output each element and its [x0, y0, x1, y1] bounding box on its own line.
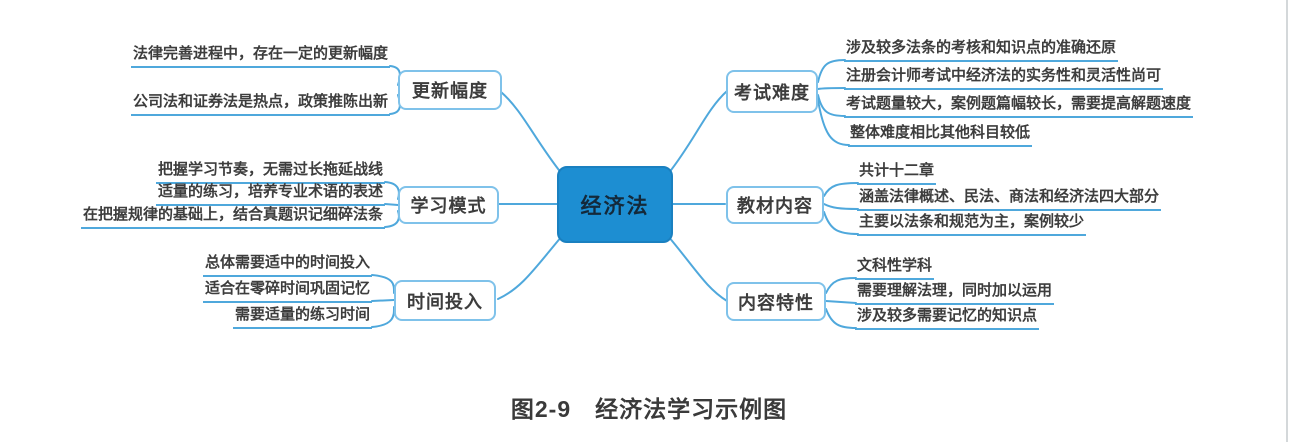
branch-label: 内容特性	[738, 292, 814, 313]
leaf-node: 在把握规律的基础上，结合真题识记细碎法条	[80, 205, 385, 229]
edge-time-investment-leaf-0	[371, 274, 396, 294]
leaf-node: 主要以法条和规范为主，案例较少	[857, 212, 1087, 236]
leaf-text: 需要理解法理，同时加以运用	[855, 281, 1055, 305]
edge-exam-difficulty-leaf-2	[817, 94, 846, 117]
leaf-text: 公司法和证券法是热点，政策推陈出新	[130, 92, 390, 116]
leaf-node: 适合在零碎时间巩固记忆	[202, 279, 372, 303]
branch-node-update-range: 更新幅度	[398, 70, 502, 110]
leaf-text: 在把握规律的基础上，结合真题识记细碎法条	[80, 205, 385, 229]
center-node: 经济法	[557, 166, 673, 243]
leaf-text: 主要以法条和规范为主，案例较少	[857, 212, 1087, 236]
edge-learning-mode-leaf-1	[384, 203, 399, 206]
leaf-node: 涵盖法律概述、民法、商法和经济法四大部分	[857, 187, 1162, 211]
leaf-node: 法律完善进程中，存在一定的更新幅度	[130, 44, 390, 68]
leaf-node: 公司法和证券法是热点，政策推陈出新	[130, 92, 390, 116]
leaf-text: 注册会计师考试中经济法的实务性和灵活性尚可	[844, 66, 1164, 90]
edge-learning-mode-leaf-2	[384, 210, 400, 228]
center-node-label: 经济法	[580, 194, 650, 218]
leaf-node: 共计十二章	[857, 161, 937, 185]
leaf-node: 需要理解法理，同时加以运用	[855, 281, 1055, 305]
leaf-node: 考试题量较大，案例题篇幅较长，需要提高解题速度	[844, 94, 1194, 118]
edge-content-characteristics-leaf-2	[825, 308, 857, 329]
leaf-text: 涵盖法律概述、民法、商法和经济法四大部分	[857, 187, 1162, 211]
branch-label: 学习模式	[410, 196, 487, 216]
leaf-node: 总体需要适中的时间投入	[202, 253, 372, 277]
leaf-text: 共计十二章	[857, 161, 937, 185]
edge-textbook-content-leaf-2	[823, 211, 859, 235]
branch-label: 更新幅度	[412, 81, 488, 101]
leaf-text: 总体需要适中的时间投入	[202, 253, 372, 277]
leaf-text: 把握学习节奏，无需过长拖延战线	[155, 160, 385, 184]
leaf-node: 文科性学科	[855, 256, 935, 280]
leaf-node: 整体难度相比其他科目较低	[848, 123, 1033, 147]
edge-exam-difficulty-leaf-3	[817, 99, 850, 146]
leaf-text: 法律完善进程中，存在一定的更新幅度	[130, 44, 390, 68]
branch-node-exam-difficulty: 考试难度	[726, 70, 818, 113]
edge-textbook-content-leaf-0	[823, 182, 859, 197]
leaf-text: 适量的练习，培养专业术语的表述	[155, 182, 385, 206]
branch-label: 时间投入	[407, 291, 483, 312]
edge-content-characteristics-leaf-0	[825, 277, 857, 294]
leaf-node: 涉及较多需要记忆的知识点	[855, 306, 1040, 330]
edge-learning-mode-leaf-0	[384, 181, 400, 200]
edge-time-investment-leaf-2	[371, 306, 396, 328]
leaf-node: 把握学习节奏，无需过长拖延战线	[155, 160, 385, 184]
leaf-node: 适量的练习，培养专业术语的表述	[155, 182, 385, 206]
edge-exam-difficulty-leaf-1	[817, 87, 846, 90]
edge-center-update-range	[500, 91, 563, 175]
branch-node-learning-mode: 学习模式	[398, 186, 499, 224]
leaf-text: 考试题量较大，案例题篇幅较长，需要提高解题速度	[844, 94, 1194, 118]
leaf-text: 涉及较多需要记忆的知识点	[855, 306, 1040, 330]
leaf-node: 需要适量的练习时间	[232, 305, 372, 329]
edge-content-characteristics-leaf-1	[825, 300, 857, 304]
branch-label: 考试难度	[734, 82, 810, 103]
page-edge-line	[1286, 0, 1288, 442]
leaf-text: 整体难度相比其他科目较低	[848, 123, 1033, 147]
leaf-node: 注册会计师考试中经济法的实务性和灵活性尚可	[844, 66, 1164, 90]
leaf-text: 需要适量的练习时间	[232, 305, 372, 329]
figure-caption: 图2-9 经济法学习示例图	[510, 396, 788, 422]
branch-node-content-characteristics: 内容特性	[726, 282, 826, 321]
edge-textbook-content-leaf-1	[823, 203, 859, 210]
edge-time-investment-leaf-1	[371, 299, 395, 302]
leaf-text: 涉及较多法条的考核和知识点的准确还原	[844, 38, 1119, 62]
branch-node-textbook-content: 教材内容	[726, 186, 824, 224]
leaf-text: 文科性学科	[855, 256, 935, 280]
edge-exam-difficulty-leaf-0	[817, 59, 846, 83]
edge-center-time-investment	[497, 235, 563, 300]
edge-center-content-characteristics	[667, 235, 728, 302]
edge-center-exam-difficulty	[667, 90, 728, 175]
branch-node-time-investment: 时间投入	[394, 280, 496, 321]
branch-label: 教材内容	[737, 196, 813, 216]
leaf-node: 涉及较多法条的考核和知识点的准确还原	[844, 38, 1119, 62]
leaf-text: 适合在零碎时间巩固记忆	[202, 279, 372, 303]
